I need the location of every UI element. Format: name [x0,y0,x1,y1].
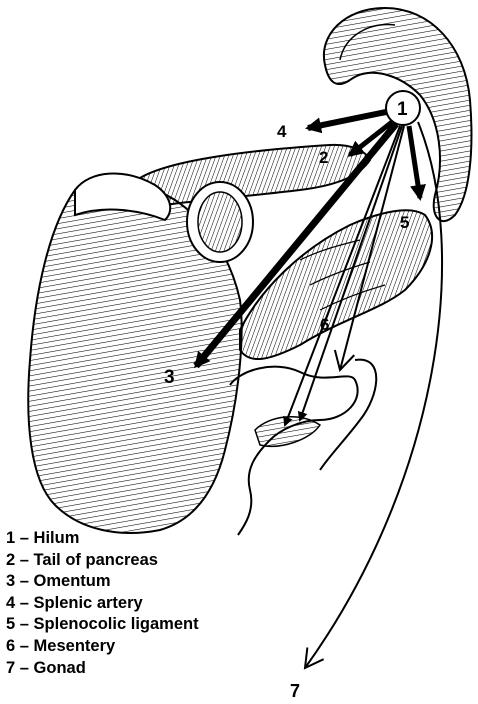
legend-number: 1 [6,529,15,547]
stomach [28,174,253,533]
marker-2: 2 [319,148,328,167]
legend-separator: – [15,529,33,547]
legend-item-splenic-artery: 4 – Splenic artery [6,593,199,615]
legend-item-gonad: 7 – Gonad [6,658,199,680]
legend-item-tail-of-pancreas: 2 – Tail of pancreas [6,550,199,572]
legend-label: Splenic artery [34,594,143,612]
legend-separator: – [15,572,33,590]
legend-number: 2 [6,551,15,569]
legend-separator: – [15,637,33,655]
legend-number: 7 [6,659,15,677]
legend-item-splenocolic-ligament: 5 – Splenocolic ligament [6,614,199,636]
marker-7: 7 [290,681,300,701]
legend-item-hilum: 1 – Hilum [6,528,199,550]
arrow-splenocolic-ligament [409,126,420,198]
legend-label: Splenocolic ligament [34,615,199,633]
legend-label: Mesentery [34,637,116,655]
legend-separator: – [15,551,33,569]
marker-1: 1 [397,99,408,120]
marker-3: 3 [164,367,175,388]
arrow-splenic-artery [308,112,386,128]
legend-label: Omentum [34,572,111,590]
legend-separator: – [15,594,33,612]
legend-number: 4 [6,594,15,612]
marker-5: 5 [400,213,409,232]
legend-number: 5 [6,615,15,633]
legend-item-omentum: 3 – Omentum [6,571,199,593]
legend-separator: – [15,659,33,677]
marker-6: 6 [320,315,329,334]
legend: 1 – Hilum 2 – Tail of pancreas 3 – Oment… [6,528,199,679]
colon [240,210,432,359]
legend-item-mesentery: 6 – Mesentery [6,636,199,658]
legend-number: 3 [6,572,15,590]
legend-label: Tail of pancreas [34,551,158,569]
marker-4: 4 [277,122,287,141]
small-bowel-loop [230,360,376,535]
legend-label: Gonad [34,659,86,677]
legend-number: 6 [6,637,15,655]
legend-label: Hilum [34,529,80,547]
legend-separator: – [15,615,33,633]
